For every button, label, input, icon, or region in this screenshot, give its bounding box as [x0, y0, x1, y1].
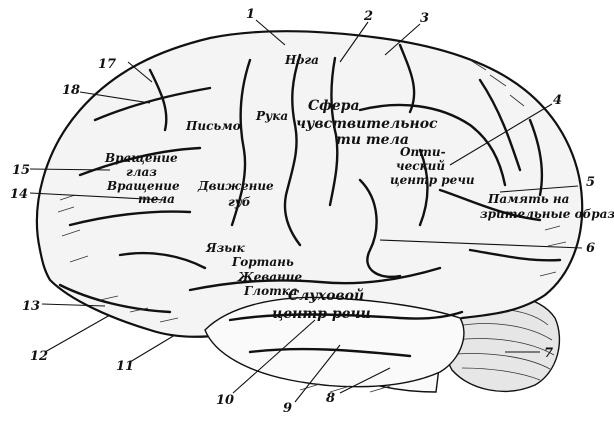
- number-9: 9: [283, 401, 292, 416]
- label-vrashchenie-2: глаз: [126, 165, 157, 179]
- label-sfera-3: ти тела: [336, 132, 409, 148]
- label-yazyk: Язык: [205, 241, 245, 255]
- label-dvizhenie-2: губ: [228, 195, 251, 209]
- label-ruka: Рука: [255, 109, 288, 123]
- region-labels: Нога Рука Письмо Сфера чувствительнос ти…: [104, 53, 614, 322]
- label-sfera-1: Сфера: [308, 98, 360, 114]
- number-7: 7: [544, 346, 553, 361]
- label-pamyat-2: зрительные образы: [480, 207, 614, 221]
- number-8: 8: [326, 391, 335, 406]
- number-1: 1: [246, 7, 255, 22]
- label-numbers: 1 2 3 4 5 6 7 8 9 10 11 12 13 14 15 17 1…: [10, 7, 595, 416]
- number-6: 6: [586, 241, 595, 256]
- label-sluh-2: центр речи: [272, 306, 371, 322]
- label-vrashchenie-1: Вращение: [104, 151, 178, 165]
- label-vrashchenie-3: Вращение: [106, 179, 180, 193]
- label-opti-3: центр речи: [390, 173, 475, 187]
- label-opti-2: ческий: [396, 159, 445, 173]
- leader-lines: [29, 19, 583, 403]
- label-vrashchenie-4: тела: [138, 192, 175, 206]
- label-noga: Нога: [284, 53, 319, 67]
- label-zhevanie: Жевание: [237, 270, 303, 284]
- label-sluh-1: Слуховой: [288, 287, 364, 304]
- number-14: 14: [10, 187, 28, 202]
- number-11: 11: [116, 359, 134, 374]
- label-glotka: Глотка: [243, 284, 298, 298]
- label-pamyat-1: Память на: [487, 192, 569, 206]
- number-15: 15: [12, 163, 30, 178]
- label-dvizhenie-1: Движение: [197, 179, 274, 193]
- number-5: 5: [586, 175, 595, 190]
- number-18: 18: [62, 83, 80, 98]
- number-3: 3: [420, 11, 429, 26]
- surface-shading: [57, 59, 567, 393]
- label-pismo: Письмо: [185, 119, 241, 133]
- number-2: 2: [363, 9, 373, 24]
- number-17: 17: [98, 57, 116, 72]
- number-10: 10: [216, 393, 234, 408]
- number-4: 4: [553, 93, 562, 108]
- hemisphere-outline: [35, 30, 584, 344]
- number-12: 12: [30, 349, 48, 364]
- sulci: [58, 43, 562, 358]
- label-sfera-2: чувствительнос: [296, 116, 438, 132]
- label-gortan: Гортань: [231, 255, 294, 269]
- number-13: 13: [22, 299, 40, 314]
- temporal-lobe: [204, 296, 465, 388]
- label-opti-1: Опти-: [400, 145, 446, 159]
